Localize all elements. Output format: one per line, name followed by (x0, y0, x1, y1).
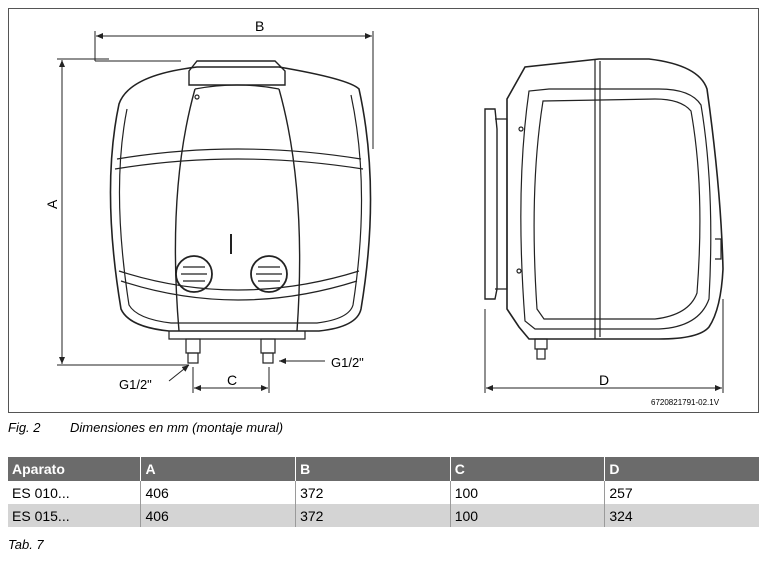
figure-code: 6720821791-02.1V (651, 398, 720, 407)
column-header-aparato: Aparato (8, 457, 142, 481)
label-b: B (255, 18, 264, 34)
column-header-c: C (450, 457, 606, 481)
column-header-a: A (140, 457, 297, 481)
column-header-d: D (604, 457, 759, 481)
label-c: C (227, 372, 237, 388)
figure-caption-text: Dimensiones en mm (montaje mural) (70, 420, 284, 435)
dimension-a (57, 58, 189, 366)
dimension-c (192, 367, 270, 393)
table-cell: 406 (140, 481, 297, 504)
label-g-left: G1/2" (119, 377, 152, 392)
dimension-b (94, 31, 374, 149)
side-view (484, 58, 724, 360)
table-caption: Tab. 7 (8, 537, 44, 552)
table-cell: 257 (604, 481, 759, 504)
table-cell: 100 (450, 504, 606, 527)
dimension-figure: B A C D G1/2" G1/2" 6720821791-02.1V (8, 8, 759, 413)
table-cell: 372 (295, 504, 451, 527)
table-row: ES 015... 406 372 100 324 (8, 504, 759, 527)
table-cell: ES 015... (8, 504, 142, 527)
table-row: ES 010... 406 372 100 257 (8, 481, 759, 504)
label-g-right: G1/2" (331, 355, 364, 370)
table-cell: 372 (295, 481, 451, 504)
label-d: D (599, 372, 609, 388)
figure-number: Fig. 2 (8, 420, 41, 435)
table-header-row: Aparato A B C D (8, 457, 759, 481)
figure-caption: Fig. 2 Dimensiones en mm (montaje mural) (8, 420, 283, 435)
table-cell: 100 (450, 481, 606, 504)
dimensions-table: Aparato A B C D ES 010... 406 372 100 25… (8, 457, 759, 527)
front-view (109, 60, 372, 364)
water-heater-drawing: B A C D G1/2" G1/2" 6720821791-02.1V (44, 18, 724, 407)
dimension-d (484, 299, 724, 393)
label-a: A (44, 199, 60, 209)
table-cell: ES 010... (8, 481, 142, 504)
table-cell: 324 (604, 504, 759, 527)
table-cell: 406 (140, 504, 297, 527)
column-header-b: B (295, 457, 451, 481)
